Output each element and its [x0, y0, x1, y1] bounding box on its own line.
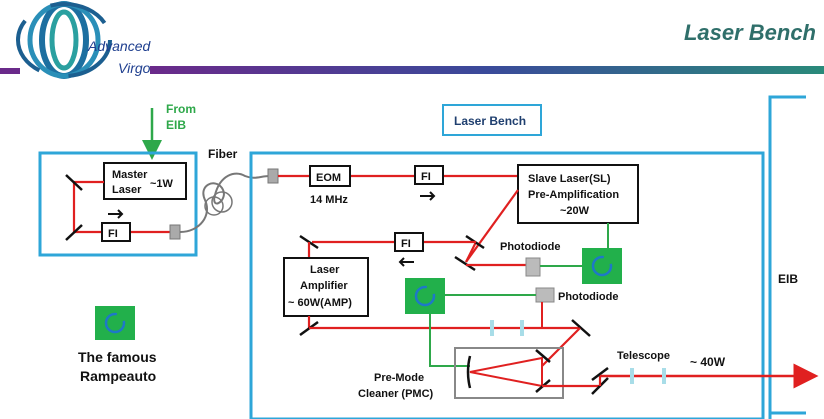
fi-mid-label: FI [401, 238, 411, 250]
master-fi-arrow [108, 209, 124, 219]
beam-to-fi-mid [465, 241, 477, 263]
amplifier-label-2: Amplifier [300, 280, 348, 292]
master-mirror-top [65, 174, 83, 191]
eib-enclosure [768, 95, 806, 419]
master-laser-power: ~1W [150, 178, 174, 190]
laser-bench-enclosure [249, 151, 765, 419]
fiber-loop-1 [211, 191, 233, 213]
photodiode-2 [535, 287, 555, 303]
fiber-label: Fiber [208, 147, 238, 161]
eib-label: EIB [778, 272, 798, 286]
slave-laser-box [517, 164, 639, 224]
amplifier-label-3: ~ 60W(AMP) [288, 297, 352, 309]
laser-amplifier-box [283, 257, 369, 317]
mirror-telescope-out [591, 367, 609, 381]
amplifier-label-1: Laser [310, 264, 340, 276]
photodiode-1-label: Photodiode [500, 241, 561, 253]
rampeauto-servo [95, 306, 135, 340]
slave-laser-label-2: Pre-Amplification [528, 189, 619, 201]
fiber-coupler-2 [267, 168, 279, 184]
servo-amp-icon [414, 285, 436, 307]
rampeauto-label-1: The famous [78, 349, 157, 365]
page-title: Laser Bench [683, 20, 816, 45]
output-power-label: ~ 40W [690, 355, 726, 369]
fi-mid-box [394, 232, 424, 252]
rampeauto-icon [104, 312, 126, 334]
pmc-label-2: Cleaner (PMC) [358, 388, 434, 400]
eom-frequency: 14 MHz [310, 194, 348, 206]
pmc-enclosure [454, 347, 564, 399]
mirror-right-top [571, 319, 591, 337]
master-fi-box [101, 222, 131, 242]
eom-label: EOM [316, 172, 341, 184]
advanced-virgo-logo [16, 1, 112, 79]
fi-top-box [414, 165, 444, 185]
fiber-cable [179, 172, 271, 233]
fi-top-arrow [420, 191, 436, 201]
telescope-label: Telescope [617, 350, 670, 362]
pmc-mirror-top [535, 349, 551, 363]
rampeauto-label-2: Rampeauto [80, 368, 156, 384]
slave-laser-label-1: Slave Laser(SL) [528, 173, 611, 185]
master-fi-label: FI [108, 228, 118, 240]
fi-top-label: FI [421, 171, 431, 183]
fiber-loop-2 [204, 196, 224, 216]
servo-slave-icon [591, 255, 613, 277]
pmc-label-1: Pre-Mode [374, 372, 424, 384]
slave-laser-label-3: ~20W [560, 205, 590, 217]
master-mirror-bottom [65, 224, 83, 241]
laser-bench-title-box [442, 104, 542, 136]
from-eib-label-2: EIB [166, 118, 186, 132]
master-laser-label-2: Laser [112, 184, 142, 196]
mirror-slave-out [454, 255, 476, 272]
servo-amp [405, 278, 445, 314]
beam-slave-diagonal [465, 189, 519, 263]
master-laser-label-1: Master [112, 169, 148, 181]
feedback-servo-to-pmc [429, 314, 470, 367]
logo-line-advanced: Advanced [88, 38, 151, 54]
laser-bench-title: Laser Bench [454, 114, 526, 128]
photodiode-2-label: Photodiode [558, 291, 619, 303]
logo-line-virgo: Virgo [118, 60, 151, 76]
pmc-cavity-beam [469, 356, 543, 388]
header-divider [0, 66, 824, 74]
fi-mid-arrow [398, 257, 414, 267]
master-laser-enclosure [38, 151, 198, 257]
eom-box [309, 165, 351, 187]
from-eib-label-1: From [166, 102, 196, 116]
fiber-coupler-1 [169, 224, 181, 240]
photodiode-1 [525, 257, 541, 277]
pmc-input-mirror [466, 355, 472, 389]
servo-slave [582, 248, 622, 284]
